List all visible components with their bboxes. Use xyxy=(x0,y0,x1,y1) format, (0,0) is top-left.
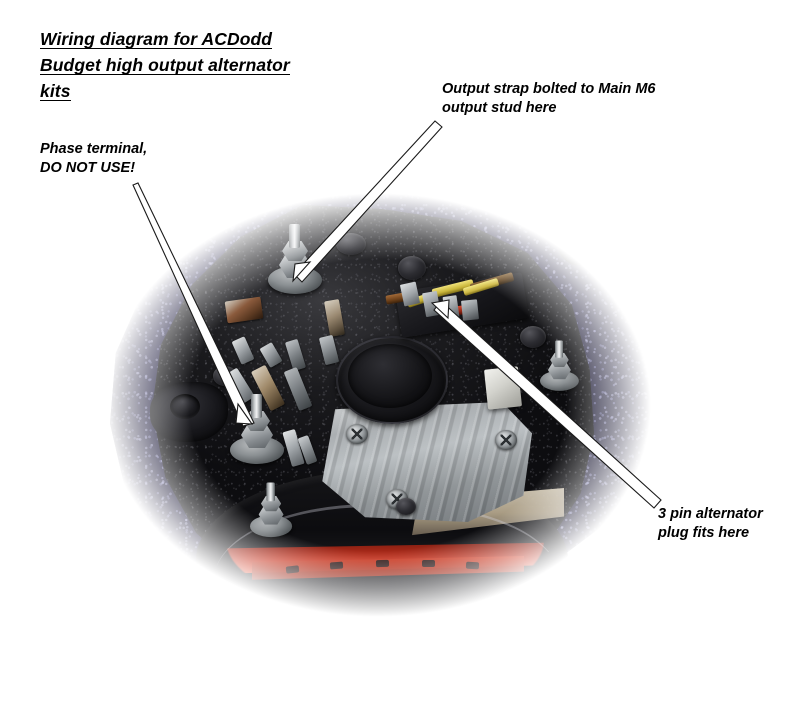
stator-notch xyxy=(465,561,480,570)
page-title-line: kits xyxy=(40,81,71,101)
stud-post xyxy=(266,482,275,502)
white-connector xyxy=(484,366,522,410)
annotation-phase-terminal: Phase terminal, DO NOT USE! xyxy=(40,141,148,176)
stator-notch xyxy=(329,561,344,570)
annotation-three-pin-plug: 3 pin alternator plug fits here xyxy=(658,506,763,541)
stud-post xyxy=(251,394,262,418)
casting-bolt xyxy=(520,326,546,348)
regulator-screw xyxy=(495,430,517,450)
stator-notch xyxy=(422,560,435,567)
spade-terminal xyxy=(460,299,480,321)
stator-notch xyxy=(375,559,390,568)
casting-bolt xyxy=(336,233,366,255)
spade-terminal xyxy=(442,295,460,319)
casting-bolt xyxy=(398,256,426,280)
centre-cap-inner xyxy=(348,344,432,408)
stator-notch xyxy=(285,565,300,574)
regulator-cover-fins xyxy=(322,402,532,522)
page-title-line: Wiring diagram for ACDodd xyxy=(40,29,273,49)
casting-bolt xyxy=(570,234,594,254)
casting-bolt xyxy=(396,498,416,515)
stud-post xyxy=(289,224,300,248)
regulator-screw xyxy=(346,424,368,444)
regulator-cover xyxy=(322,402,532,522)
page-title: Wiring diagram for ACDodd Budget high ou… xyxy=(40,26,340,104)
mounting-hole xyxy=(170,394,200,419)
annotation-output-strap: Output strap bolted to Main M6 output st… xyxy=(442,81,656,116)
stud-post xyxy=(555,340,564,358)
page-title-line: Budget high output alternator xyxy=(40,55,290,75)
